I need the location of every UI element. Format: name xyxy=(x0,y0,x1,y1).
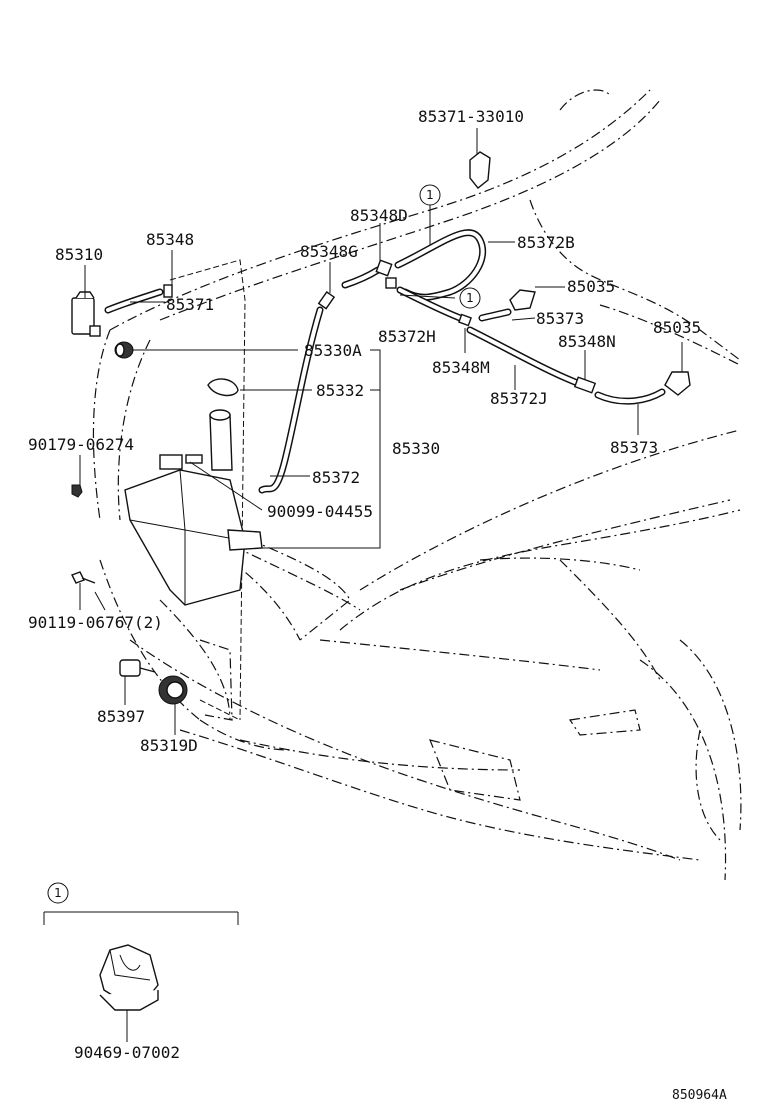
callout-1-mid: 1 xyxy=(459,287,481,309)
detail-view-1 xyxy=(43,911,239,1011)
label-85372B: 85372B xyxy=(517,233,575,252)
drawing-number: 850964A xyxy=(672,1088,727,1103)
label-85372: 85372 xyxy=(312,468,360,487)
label-85035-b: 85035 xyxy=(653,318,701,337)
label-85372J: 85372J xyxy=(490,389,548,408)
label-90119-06767: 90119-06767(2) xyxy=(28,613,163,632)
label-85035-a: 85035 xyxy=(567,277,615,296)
washer-tank xyxy=(124,378,263,606)
vehicle-body-outline xyxy=(92,89,742,881)
label-85330: 85330 xyxy=(392,439,440,458)
svg-text:1: 1 xyxy=(54,886,62,900)
label-85310: 85310 xyxy=(55,245,103,264)
svg-text:1: 1 xyxy=(426,188,434,202)
label-90179-06274: 90179-06274 xyxy=(28,435,134,454)
label-90469-07002: 90469-07002 xyxy=(74,1043,180,1062)
label-85397: 85397 xyxy=(97,707,145,726)
part-labels: 85371-33010 85348D 85372B 85310 85348 85… xyxy=(28,107,727,1103)
label-85372H: 85372H xyxy=(378,327,436,346)
label-85373-a: 85373 xyxy=(536,309,584,328)
label-85348: 85348 xyxy=(146,230,194,249)
label-85348G: 85348G xyxy=(300,242,358,261)
callout-1-detail: 1 xyxy=(47,882,69,904)
leader-lines xyxy=(79,128,683,1042)
label-85319D: 85319D xyxy=(140,736,198,755)
label-90099-04455: 90099-04455 xyxy=(267,502,373,521)
label-85373-b: 85373 xyxy=(610,438,658,457)
label-85371-33010: 85371-33010 xyxy=(418,107,524,126)
washer-nozzles xyxy=(469,151,691,396)
bolts-and-parts xyxy=(71,484,188,705)
label-85348D: 85348D xyxy=(350,206,408,225)
callout-1-top: 1 xyxy=(419,184,441,206)
label-85348N: 85348N xyxy=(558,332,616,351)
label-85348M: 85348M xyxy=(432,358,490,377)
svg-text:1: 1 xyxy=(466,291,474,305)
connectors xyxy=(163,259,597,394)
label-85332: 85332 xyxy=(316,381,364,400)
washer-pump xyxy=(71,291,134,359)
label-85371: 85371 xyxy=(166,295,214,314)
label-85330A: 85330A xyxy=(304,341,362,360)
